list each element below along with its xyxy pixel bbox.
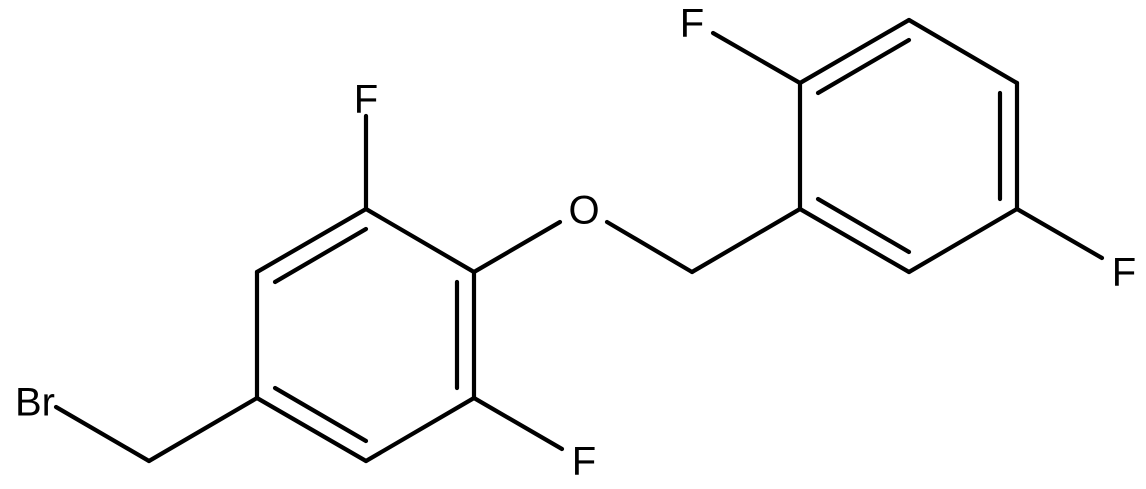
bond: [254, 395, 369, 464]
atom-label-f: F: [572, 440, 596, 484]
ether-bridge: [604, 206, 803, 275]
bond: [906, 206, 1020, 275]
bond-ch2-ring: [689, 206, 803, 275]
bond-c-o: [471, 219, 563, 275]
bond-c-f-bottom: [471, 395, 565, 452]
bond-o-ch2: [604, 219, 695, 275]
bond: [272, 226, 369, 285]
atom-label-f: F: [354, 78, 378, 122]
bond: [797, 17, 912, 86]
atom-label-o: O: [568, 189, 599, 233]
right-ring-substituents: [710, 30, 1105, 261]
bond: [906, 17, 1020, 86]
atom-label-br: Br: [15, 381, 55, 425]
atom-label-f: F: [680, 2, 704, 46]
bond: [815, 196, 912, 255]
left-ring-substituents: [53, 113, 565, 464]
bond: [363, 206, 477, 275]
bond: [272, 385, 369, 444]
bond: [815, 37, 912, 96]
atom-labels: F O F Br F F: [15, 2, 1136, 484]
atom-label-f: F: [1112, 251, 1136, 295]
bond-ch2-br: [53, 404, 152, 464]
bond: [797, 206, 912, 275]
bond: [363, 395, 477, 464]
left-benzene-ring: [254, 206, 477, 464]
bond: [254, 206, 369, 275]
bond-c-ch2: [146, 395, 260, 464]
right-benzene-ring: [797, 17, 1020, 275]
bond-c-f-top-right: [710, 30, 803, 86]
bond-c-f-right: [1014, 206, 1105, 261]
